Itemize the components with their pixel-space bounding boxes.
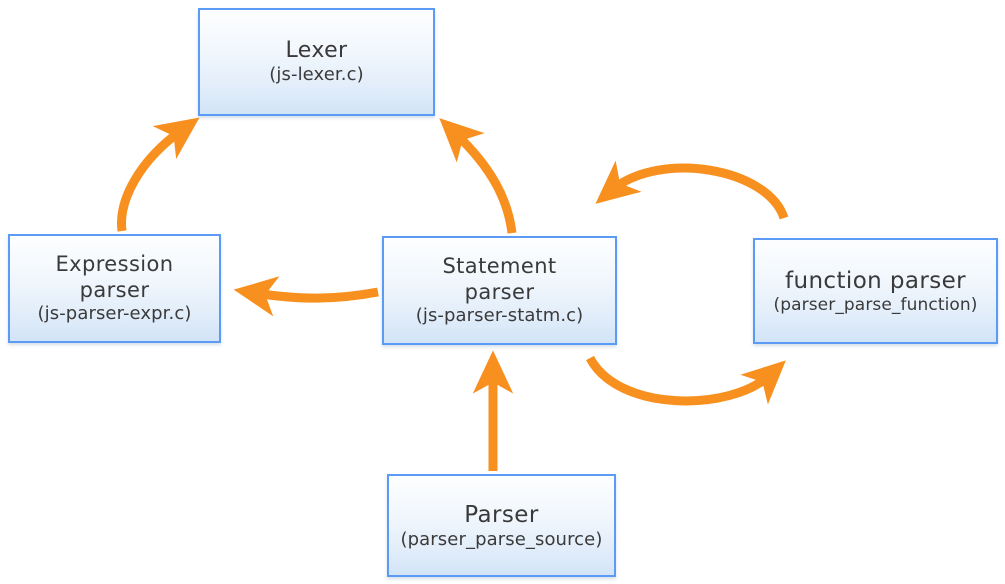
edge-expression-to-lexer xyxy=(117,117,200,232)
node-parser[interactable]: Parser (parser_parse_source) xyxy=(387,474,616,577)
node-function-parser-title: function parser xyxy=(784,267,966,294)
node-function-parser[interactable]: function parser (parser_parse_function) xyxy=(753,238,998,344)
edge-statement-to-function xyxy=(586,355,786,406)
node-expression-parser-title-line1: Expression xyxy=(55,251,174,276)
edge-function-to-statement xyxy=(595,160,789,220)
node-parser-subtitle: (parser_parse_source) xyxy=(400,528,603,550)
node-statement-parser[interactable]: Statement parser (js-parser-statm.c) xyxy=(382,236,617,345)
node-expression-parser-subtitle: (js-parser-expr.c) xyxy=(37,303,192,325)
node-lexer-title: Lexer xyxy=(285,37,348,63)
node-function-parser-subtitle: (parser_parse_function) xyxy=(773,294,978,315)
edge-statement-to-lexer xyxy=(439,118,517,234)
node-parser-title: Parser xyxy=(464,501,539,528)
node-expression-parser[interactable]: Expression parser (js-parser-expr.c) xyxy=(8,234,221,343)
node-expression-parser-title-line2: parser xyxy=(79,277,150,302)
node-lexer-subtitle: (js-lexer.c) xyxy=(269,64,364,86)
node-statement-parser-title-line1: Statement xyxy=(442,253,557,278)
node-statement-parser-title-line2: parser xyxy=(464,279,535,304)
node-statement-parser-subtitle: (js-parser-statm.c) xyxy=(415,305,584,327)
edge-statement-to-expression xyxy=(233,276,379,317)
node-lexer[interactable]: Lexer (js-lexer.c) xyxy=(198,8,435,116)
